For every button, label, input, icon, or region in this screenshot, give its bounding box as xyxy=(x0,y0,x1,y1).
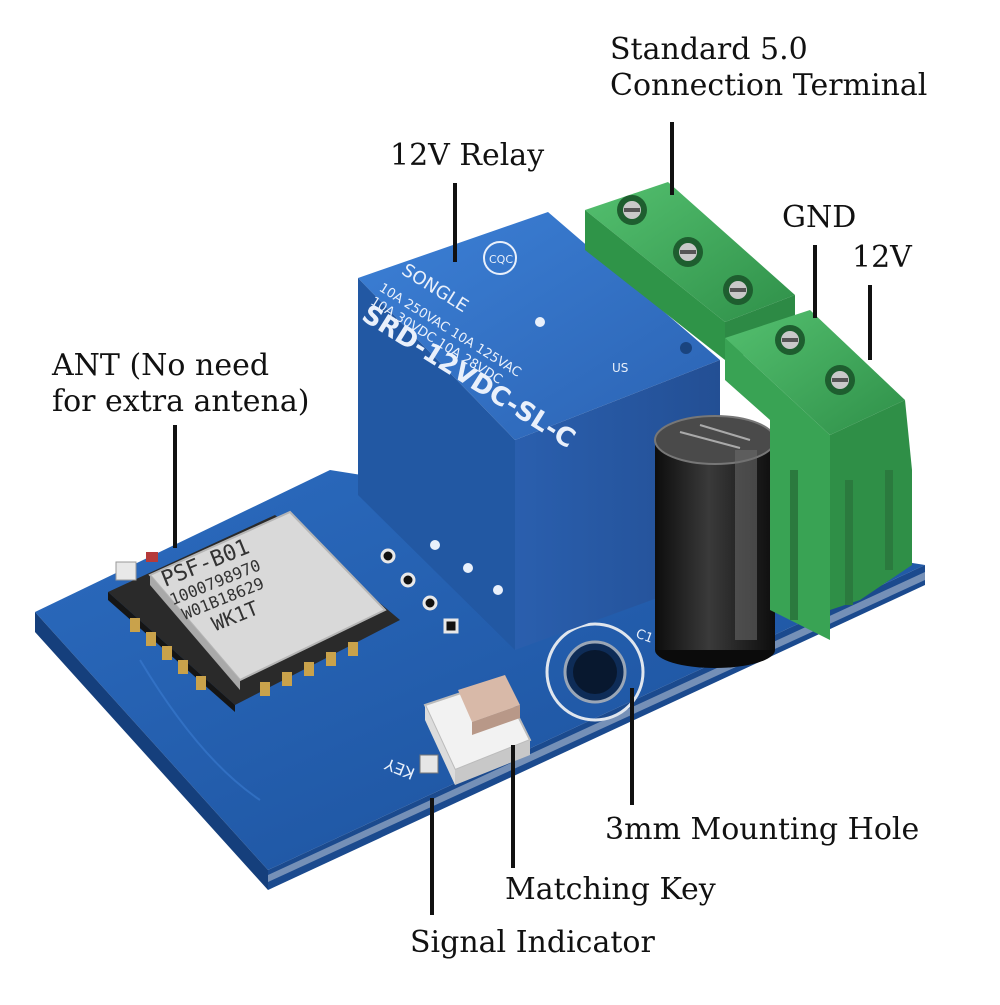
indicator-led xyxy=(419,754,439,774)
signal-indicator-label: Signal Indicator xyxy=(410,925,655,960)
us-text: US xyxy=(612,361,628,375)
cqc-mark xyxy=(483,241,517,275)
ant-label-line2: for extra antena) xyxy=(52,384,310,419)
cqc-text: CQC xyxy=(489,253,513,266)
mounting-hole-label: 3mm Mounting Hole xyxy=(605,812,920,847)
terminal-label-line1: Standard 5.0 xyxy=(610,32,808,67)
callout-lines xyxy=(173,122,872,915)
matching-key-label: Matching Key xyxy=(505,872,716,907)
relay: SONGLE SRD-12VDC-SL-C 10A 250VAC 10A 125… xyxy=(356,212,720,650)
v12-label: 12V xyxy=(852,240,912,275)
terminal-label-line2: Connection Terminal xyxy=(610,68,928,103)
wifi-module: PSF-B01 1000798970 W01B18629 WK1T xyxy=(108,510,400,712)
mounting-hole xyxy=(545,622,645,722)
cap-ref: C1 xyxy=(634,627,655,647)
header-holes xyxy=(380,548,459,634)
terminal-blocks xyxy=(585,182,912,640)
ant-label-line1: ANT (No need xyxy=(52,348,270,383)
signal-led xyxy=(146,552,158,562)
gnd-label: GND xyxy=(782,200,857,235)
antenna-chip xyxy=(115,561,137,581)
relay-label: 12V Relay xyxy=(390,138,545,173)
